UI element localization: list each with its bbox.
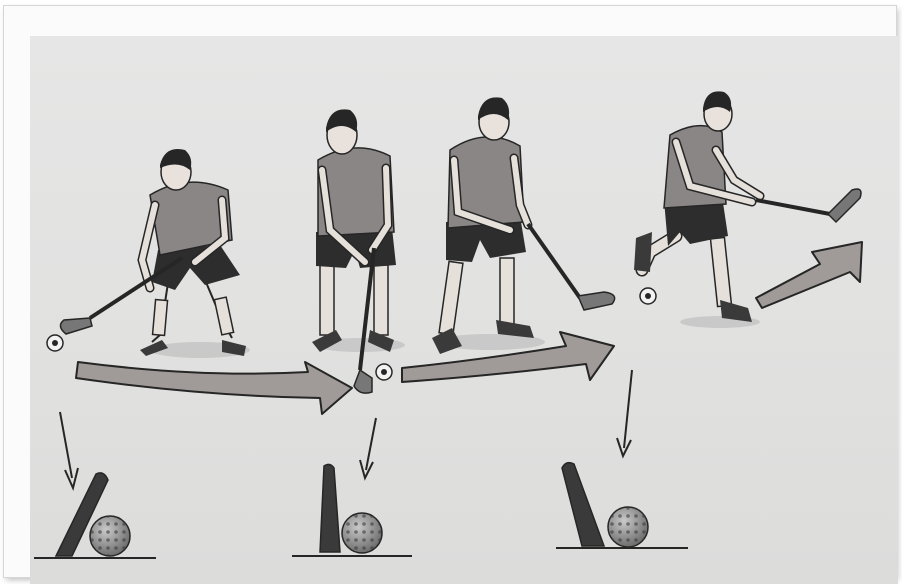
detail-inset-2 bbox=[292, 464, 412, 556]
detail-pointer-arrow-1 bbox=[60, 412, 78, 488]
player-2-figure bbox=[312, 109, 405, 393]
player-4-figure bbox=[634, 91, 861, 328]
ball-1 bbox=[47, 335, 63, 351]
ball-2 bbox=[376, 364, 392, 380]
player-1-figure bbox=[60, 149, 250, 358]
detail-pointer-arrow-3 bbox=[617, 370, 632, 456]
motion-arrow-3 bbox=[756, 242, 862, 308]
ball-3 bbox=[640, 288, 656, 304]
player-3-figure bbox=[432, 97, 615, 354]
detail-inset-3 bbox=[556, 463, 688, 548]
detail-inset-1 bbox=[34, 473, 156, 558]
motion-arrow-1 bbox=[76, 362, 352, 414]
detail-pointer-arrow-2 bbox=[360, 418, 376, 478]
